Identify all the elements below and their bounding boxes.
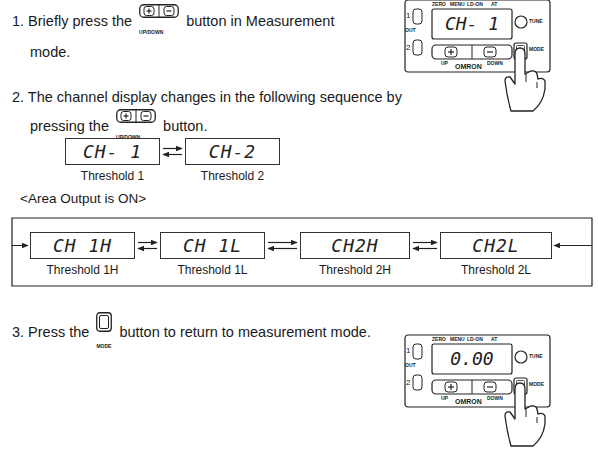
- transition-arrow: [268, 243, 297, 249]
- button-caption: MODE: [96, 343, 111, 349]
- instruction-step: 1. Briefly press the UP/DOWN button in M…: [12, 4, 365, 64]
- transition-arrow: [12, 218, 592, 286]
- button-symbol: [96, 312, 112, 332]
- updown-button-icon: UP/DOWN: [139, 4, 179, 41]
- button-symbol: [139, 4, 179, 18]
- channel-display-box: CH2LThreshold 2L: [440, 232, 552, 259]
- button-caption: UP/DOWN: [139, 29, 163, 35]
- output-number: 1: [406, 12, 410, 20]
- output-number: 1: [406, 347, 410, 355]
- threshold-label: Threshold 1L: [177, 263, 247, 277]
- button-outline: [97, 313, 112, 332]
- sensor-amplifier: [405, 0, 550, 111]
- channel-code: CH- 1: [83, 141, 142, 162]
- space: [182, 13, 186, 29]
- panel-label: UP: [441, 396, 448, 401]
- step-text: 3. Press the: [12, 324, 89, 340]
- panel-label: AT: [491, 2, 497, 7]
- channel-display-box: CH-2Threshold 2: [185, 138, 280, 165]
- space: [89, 324, 93, 340]
- panel-label: MENU: [450, 337, 465, 342]
- output-number: 2: [406, 379, 410, 387]
- brand-logo: OMRON: [455, 398, 482, 405]
- section-note: <Area Output is ON>: [20, 192, 146, 206]
- panel-label: OUT: [405, 363, 416, 368]
- channel-display-box: CH- 1Threshold 1: [65, 138, 160, 165]
- step-text: button to return to measurement mode.: [119, 324, 370, 340]
- threshold-label: Threshold 2: [201, 169, 264, 183]
- transition-arrow: [163, 149, 182, 155]
- channel-code: CH 1H: [53, 235, 112, 256]
- sensor-amplifier: [405, 335, 550, 446]
- transition-arrow: [413, 243, 437, 249]
- connector-line: [138, 248, 157, 249]
- panel-label: MODE: [529, 382, 544, 387]
- channel-code: CH2L: [472, 235, 519, 256]
- step-text: button.: [163, 118, 207, 134]
- threshold-label: Threshold 2H: [319, 263, 391, 277]
- panel-label: LD-ON: [467, 337, 483, 342]
- connector-line: [268, 248, 297, 249]
- transition-arrow: [138, 243, 157, 249]
- button-outline: [117, 110, 156, 123]
- instruction-step: 2. The channel display changes in the fo…: [12, 86, 405, 146]
- panel-label: TUNE: [529, 19, 543, 24]
- display-readout: CH- 1: [432, 9, 512, 39]
- output-number: 2: [406, 44, 410, 52]
- brand-logo: OMRON: [455, 63, 482, 70]
- instruction-step: 3. Press the MODE button to return to me…: [12, 312, 422, 355]
- channel-display-box: CH2HThreshold 2H: [300, 232, 410, 259]
- panel-label: ZERO: [432, 337, 446, 342]
- space: [115, 324, 119, 340]
- panel-label: UP: [441, 61, 448, 66]
- panel-label: ZERO: [432, 2, 446, 7]
- panel-label: TUNE: [529, 354, 543, 359]
- panel-label: OUT: [405, 28, 416, 33]
- panel-label: DOWN: [487, 396, 503, 401]
- step-text: 1. Briefly press the: [12, 13, 132, 29]
- threshold-label: Threshold 1H: [46, 263, 118, 277]
- channel-code: CH 1L: [183, 235, 242, 256]
- connector-line: [413, 242, 437, 243]
- button-symbol: [116, 109, 156, 123]
- panel-label: MENU: [450, 2, 465, 7]
- channel-code: CH-2: [209, 141, 256, 162]
- panel-label: DOWN: [487, 61, 503, 66]
- space: [132, 13, 136, 29]
- connector-line: [413, 248, 437, 249]
- button-outline: [140, 5, 179, 18]
- channel-display-box: CH 1HThreshold 1H: [30, 232, 135, 259]
- connector-line: [138, 242, 157, 243]
- space: [109, 118, 113, 134]
- threshold-label: Threshold 1: [81, 169, 144, 183]
- mode-button-icon: MODE: [96, 312, 112, 355]
- panel-label: AT: [491, 337, 497, 342]
- panel-label: MODE: [529, 47, 544, 52]
- display-readout: 0.00: [432, 344, 512, 374]
- channel-code: CH2H: [331, 235, 378, 256]
- threshold-label: Threshold 2L: [461, 263, 531, 277]
- panel-label: LD-ON: [467, 2, 483, 7]
- connector-line: [163, 148, 182, 149]
- space: [159, 118, 163, 134]
- channel-display-box: CH 1LThreshold 1L: [160, 232, 265, 259]
- connector-line: [163, 154, 182, 155]
- connector-line: [268, 242, 297, 243]
